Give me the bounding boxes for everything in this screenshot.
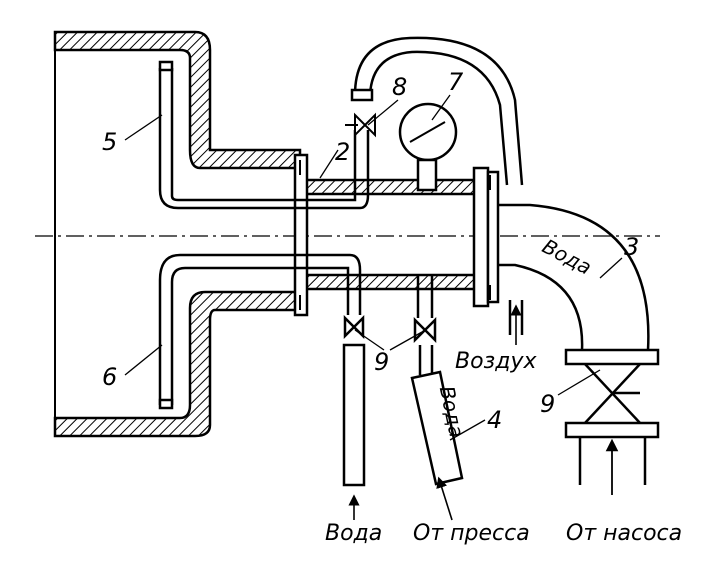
label-voda-out: Вода xyxy=(325,521,382,546)
label-5: 5 xyxy=(102,128,117,156)
elbow-pipe-3 xyxy=(498,203,650,351)
water-outlet-branch xyxy=(342,300,366,520)
label-vozdukh: Воздух xyxy=(455,349,537,374)
label-8: 8 xyxy=(392,73,407,101)
label-9-left: 9 xyxy=(374,348,389,376)
valve-9-right xyxy=(584,363,641,424)
leader-lines xyxy=(124,94,623,441)
manometer-7 xyxy=(398,102,458,192)
vessel-wall xyxy=(53,30,302,438)
tube-5 xyxy=(158,60,370,210)
label-9-right: 9 xyxy=(540,390,555,418)
tube-6 xyxy=(158,253,362,410)
main-pipe xyxy=(293,153,500,317)
label-3: 3 xyxy=(624,233,639,261)
label-ot-nasosa: От насоса xyxy=(566,521,682,546)
label-voda-pipe: Вода xyxy=(538,234,595,280)
label-2: 2 xyxy=(335,138,350,166)
press-inlet-branch xyxy=(410,275,464,521)
air-inlet xyxy=(508,300,524,345)
label-4: 4 xyxy=(487,406,502,434)
flange-bolts xyxy=(299,160,491,310)
air-hose xyxy=(350,36,524,186)
label-ot-pressa: От пресса xyxy=(413,521,530,546)
lower-flanges xyxy=(564,348,660,439)
valve-8 xyxy=(345,112,376,138)
label-7: 7 xyxy=(448,68,464,96)
label-6: 6 xyxy=(102,363,117,391)
pump-pipe xyxy=(578,437,647,495)
